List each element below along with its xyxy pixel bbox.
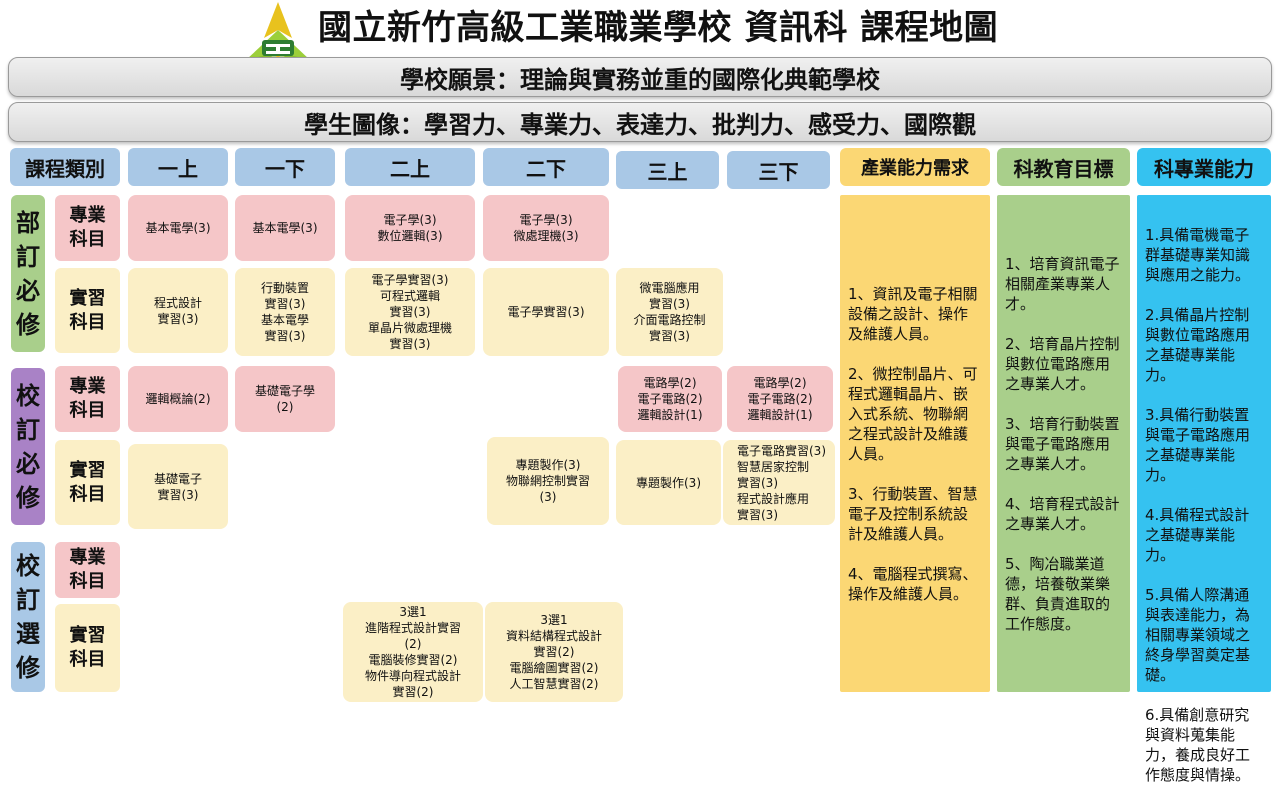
type-practice-ministry: 實習 科目 xyxy=(55,268,120,353)
course-cell: 基礎電子 實習(3) xyxy=(128,444,228,529)
header-professional-skills: 科專業能力 xyxy=(1137,148,1271,186)
course-cell: 電子學(3) 微處理機(3) xyxy=(483,195,609,261)
type-theory-school: 專業 科目 xyxy=(55,366,120,432)
header-grade1-second: 一下 xyxy=(235,148,335,186)
header-grade2-second: 二下 xyxy=(483,148,609,186)
course-cell: 3選1 資料結構程式設計 實習(2) 電腦繪圖實習(2) 人工智慧實習(2) xyxy=(485,602,623,702)
header-grade3-first: 三上 xyxy=(616,151,719,189)
group-school-required: 校 訂 必 修 xyxy=(11,368,45,525)
professional-skills-text: 1.具備電機電子群基礎專業知識與應用之能力。 2.具備晶片控制與數位電路應用之基… xyxy=(1145,226,1251,784)
industry-needs-text: 1、資訊及電子相關設備之設計、操作及維護人員。 2、微控制晶片、可程式邏輯晶片、… xyxy=(848,284,978,603)
course-cell: 程式設計 實習(3) xyxy=(128,268,228,353)
course-cell: 電路學(2) 電子電路(2) 邏輯設計(1) xyxy=(618,366,722,432)
course-cell: 電子學(3) 數位邏輯(3) xyxy=(345,195,475,261)
group-school-elective: 校 訂 選 修 xyxy=(11,542,45,692)
industry-needs-panel: 1、資訊及電子相關設備之設計、操作及維護人員。 2、微控制晶片、可程式邏輯晶片、… xyxy=(840,195,990,692)
student-portrait-banner: 學生圖像：學習力、專業力、表達力、批判力、感受力、國際觀 xyxy=(8,102,1272,142)
type-practice-elective: 實習 科目 xyxy=(55,604,120,692)
course-cell: 專題製作(3) 物聯網控制實習 (3) xyxy=(487,437,609,525)
type-theory-elective: 專業 科目 xyxy=(55,542,120,598)
header-grade3-second: 三下 xyxy=(727,151,830,189)
type-theory-ministry: 專業 科目 xyxy=(55,195,120,261)
course-cell: 行動裝置 實習(3) 基本電學 實習(3) xyxy=(235,268,335,356)
course-cell: 微電腦應用 實習(3) 介面電路控制 實習(3) xyxy=(616,268,723,356)
header-industry-needs: 產業能力需求 xyxy=(840,148,990,186)
course-cell: 3選1 進階程式設計實習 (2) 電腦裝修實習(2) 物件導向程式設計 實習(2… xyxy=(343,602,483,702)
header-grade2-first: 二上 xyxy=(345,148,475,186)
school-vision-banner: 學校願景：理論與實務並重的國際化典範學校 xyxy=(8,57,1272,97)
group-ministry-required-label: 部 訂 必 修 xyxy=(16,208,40,339)
course-cell: 基礎電子學 (2) xyxy=(235,366,335,432)
course-cell: 電子學實習(3) xyxy=(483,268,609,356)
course-cell: 基本電學(3) xyxy=(235,195,335,261)
header-course-category: 課程類別 xyxy=(10,148,120,186)
header-education-goals: 科教育目標 xyxy=(997,148,1130,186)
group-school-required-label: 校 訂 必 修 xyxy=(16,381,40,512)
group-school-elective-label: 校 訂 選 修 xyxy=(16,552,40,682)
course-cell: 基本電學(3) xyxy=(128,195,228,261)
header-grade1-first: 一上 xyxy=(128,148,228,186)
type-practice-school: 實習 科目 xyxy=(55,440,120,525)
course-cell: 邏輯概論(2) xyxy=(128,366,228,432)
education-goals-text: 1、培育資訊電子相關產業專業人才。 2、培育晶片控制與數位電路應用之專業人才。 … xyxy=(1005,254,1120,633)
education-goals-panel: 1、培育資訊電子相關產業專業人才。 2、培育晶片控制與數位電路應用之專業人才。 … xyxy=(997,195,1130,692)
professional-skills-panel: 1.具備電機電子群基礎專業知識與應用之能力。 2.具備晶片控制與數位電路應用之基… xyxy=(1137,195,1271,784)
course-cell: 電路學(2) 電子電路(2) 邏輯設計(1) xyxy=(727,366,833,432)
page-title: 國立新竹高級工業職業學校 資訊科 課程地圖 xyxy=(318,8,999,48)
course-cell: 電子電路實習(3) 智慧居家控制 實習(3) 程式設計應用 實習(3) xyxy=(723,440,835,525)
course-cell: 專題製作(3) xyxy=(616,440,721,525)
group-ministry-required: 部 訂 必 修 xyxy=(11,195,45,352)
course-cell: 電子學實習(3) 可程式邏輯 實習(3) 單晶片微處理機 實習(3) xyxy=(345,268,475,356)
